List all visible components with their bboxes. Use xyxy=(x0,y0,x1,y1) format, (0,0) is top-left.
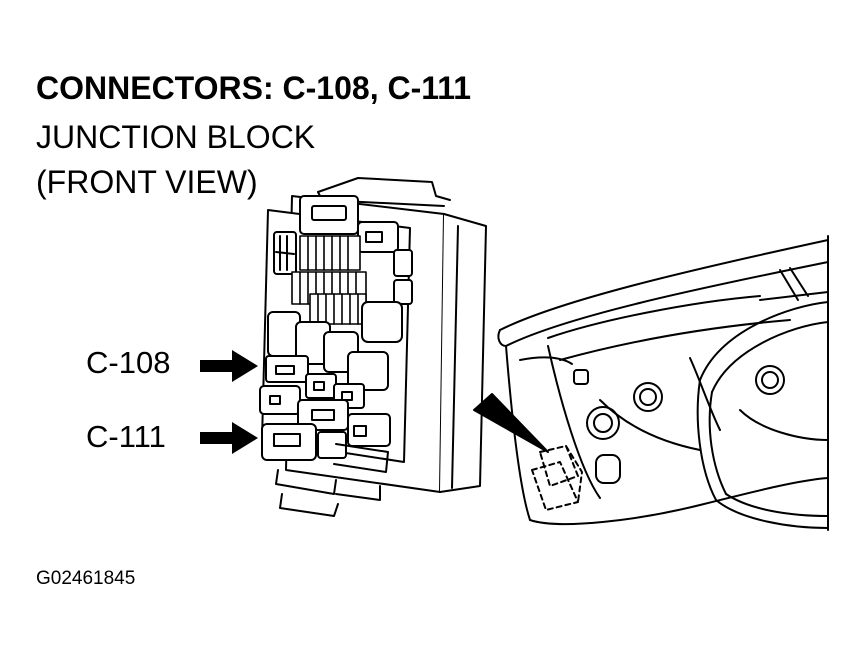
subtitle-front-view: (FRONT VIEW) xyxy=(36,164,258,200)
junction-block-drawing xyxy=(259,177,487,517)
diagram-title: CONNECTORS: C-108, C-111 xyxy=(36,70,472,106)
callout-label-c108: C-108 xyxy=(86,345,171,380)
arrow-c108 xyxy=(200,350,258,382)
arrow-c111 xyxy=(200,422,258,454)
figure-id: G02461845 xyxy=(36,568,136,589)
subtitle-junction-block: JUNCTION BLOCK xyxy=(36,119,316,155)
location-pointer xyxy=(473,393,549,453)
callout-label-c111: C-111 xyxy=(86,419,166,454)
dashboard-drawing xyxy=(497,235,829,531)
